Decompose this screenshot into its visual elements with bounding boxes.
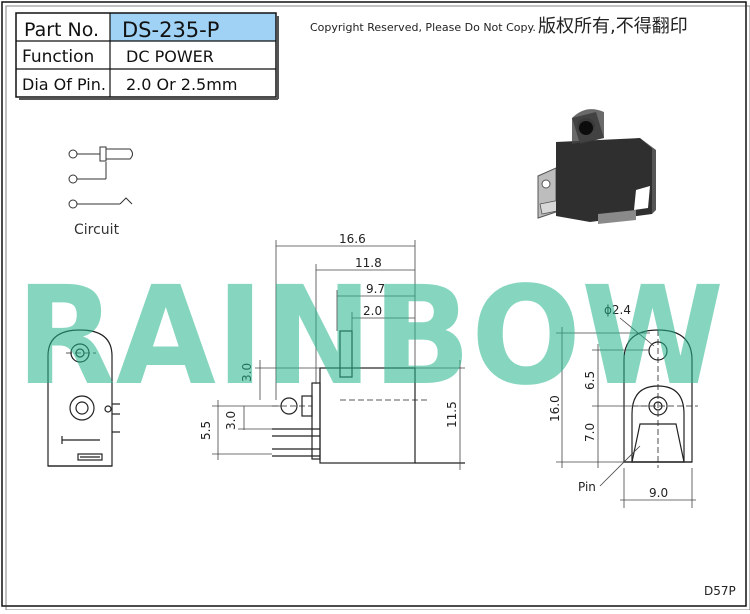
dim-2-0: 2.0: [363, 304, 382, 318]
dim-11-5: 11.5: [445, 401, 459, 428]
function-value: DC POWER: [126, 47, 214, 66]
front-view-left: [47, 329, 120, 467]
dim-11-8: 11.8: [355, 256, 382, 270]
circuit-symbol: [68, 146, 133, 209]
dim-9-0: 9.0: [649, 486, 668, 500]
dim-9-7: 9.7: [366, 282, 385, 296]
dim-16-0: 16.0: [548, 395, 562, 422]
part-no-highlight: [110, 13, 276, 41]
drawing-code: D57P: [704, 584, 736, 598]
copyright-english: Copyright Reserved, Please Do Not Copy.: [310, 21, 536, 34]
product-render-image: [537, 109, 656, 224]
dim-3-0-top: 3.0: [240, 363, 254, 382]
pin-dia-value: 2.0 Or 2.5mm: [126, 75, 237, 94]
spec-table: Part No. DS-235-P Function DC POWER Dia …: [15, 12, 279, 100]
right-dimension-lines: [556, 317, 696, 508]
dim-3-0-side: 3.0: [224, 411, 238, 430]
pin-dia-label: Dia Of Pin.: [22, 75, 106, 94]
dim-5-5: 5.5: [199, 421, 213, 440]
dim-dia-2-4: ϕ2.4: [604, 303, 631, 317]
center-dimension-lines: [212, 240, 465, 470]
copyright-chinese: 版权所有,不得翻印: [538, 16, 688, 37]
circuit-label: Circuit: [74, 222, 120, 238]
dim-6-5: 6.5: [583, 371, 597, 390]
function-label: Function: [22, 47, 94, 67]
rainbow-watermark-logo: RAINBOW: [16, 258, 724, 416]
dim-7-0: 7.0: [583, 423, 597, 442]
rear-view-right: [623, 329, 698, 468]
part-no-label: Part No.: [24, 19, 99, 41]
dim-16-6: 16.6: [339, 232, 366, 246]
part-no-value: DS-235-P: [122, 18, 219, 42]
pin-label: Pin: [578, 480, 596, 494]
